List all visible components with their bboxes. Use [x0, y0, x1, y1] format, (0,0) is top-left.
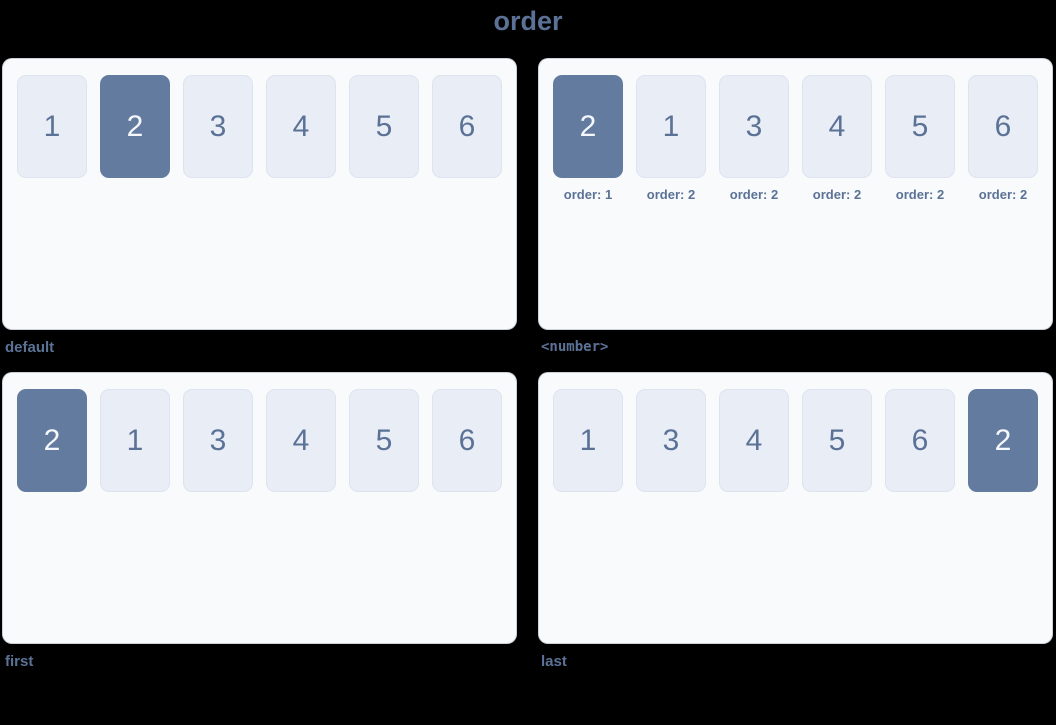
- demo-cell-number: 2 order: 1 1 order: 2 3 order: 2 4 order…: [539, 59, 1052, 362]
- order-box[interactable]: 5: [802, 389, 872, 492]
- item-wrap: 5: [349, 389, 419, 492]
- order-box[interactable]: 4: [266, 75, 336, 178]
- item-wrap: 4: [266, 389, 336, 492]
- order-box[interactable]: 3: [636, 389, 706, 492]
- order-box-highlighted[interactable]: 2: [968, 389, 1038, 492]
- order-box[interactable]: 1: [636, 75, 706, 178]
- panel-caption-first: first: [5, 653, 34, 670]
- item-wrap: 6 order: 2: [968, 75, 1038, 203]
- order-box[interactable]: 4: [802, 75, 872, 178]
- item-wrap: 6: [432, 389, 502, 492]
- order-box[interactable]: 1: [553, 389, 623, 492]
- order-box[interactable]: 3: [183, 389, 253, 492]
- panel-caption-last: last: [541, 653, 567, 670]
- order-box[interactable]: 4: [266, 389, 336, 492]
- order-box[interactable]: 6: [432, 389, 502, 492]
- item-wrap: 1: [17, 75, 87, 178]
- order-value-label: order: 2: [978, 187, 1028, 202]
- order-box[interactable]: 3: [183, 75, 253, 178]
- panel-caption-number: <number>: [541, 339, 609, 355]
- item-wrap: 2: [968, 389, 1038, 492]
- order-box[interactable]: 6: [885, 389, 955, 492]
- item-wrap: 2 order: 1: [553, 75, 623, 203]
- item-row: 2 order: 1 1 order: 2 3 order: 2 4 order…: [553, 75, 1038, 203]
- order-value-label: order: 2: [812, 187, 862, 202]
- demo-cell-first: 2 1 3 4 5 6: [3, 373, 516, 676]
- order-box[interactable]: 6: [432, 75, 502, 178]
- demo-panel-default: 1 2 3 4 5 6: [3, 59, 516, 329]
- item-row: 1 2 3 4 5 6: [17, 75, 502, 178]
- item-wrap: 6: [885, 389, 955, 492]
- item-wrap: 1: [100, 389, 170, 492]
- order-value-label: order: 1: [563, 187, 613, 202]
- demo-panel-first: 2 1 3 4 5 6: [3, 373, 516, 643]
- order-box[interactable]: 5: [885, 75, 955, 178]
- item-wrap: 3: [183, 75, 253, 178]
- order-box[interactable]: 1: [100, 389, 170, 492]
- order-value-label: order: 2: [729, 187, 779, 202]
- demo-grid: 1 2 3 4 5 6: [3, 59, 1053, 719]
- order-box[interactable]: 6: [968, 75, 1038, 178]
- item-wrap: 4: [266, 75, 336, 178]
- item-wrap: 4 order: 2: [802, 75, 872, 203]
- item-wrap: 5: [349, 75, 419, 178]
- demo-panel-number: 2 order: 1 1 order: 2 3 order: 2 4 order…: [539, 59, 1052, 329]
- demo-cell-default: 1 2 3 4 5 6: [3, 59, 516, 362]
- item-wrap: 3: [636, 389, 706, 492]
- order-box-highlighted[interactable]: 2: [17, 389, 87, 492]
- item-wrap: 3: [183, 389, 253, 492]
- page-title: order: [493, 6, 563, 36]
- demo-panel-last: 1 3 4 5 6 2: [539, 373, 1052, 643]
- order-value-label: order: 2: [895, 187, 945, 202]
- item-wrap: 5: [802, 389, 872, 492]
- order-box-highlighted[interactable]: 2: [553, 75, 623, 178]
- order-box[interactable]: 4: [719, 389, 789, 492]
- item-wrap: 6: [432, 75, 502, 178]
- item-wrap: 4: [719, 389, 789, 492]
- order-box[interactable]: 1: [17, 75, 87, 178]
- demo-cell-last: 1 3 4 5 6 2: [539, 373, 1052, 676]
- item-row: 1 3 4 5 6 2: [553, 389, 1038, 492]
- item-wrap: 2: [17, 389, 87, 492]
- order-value-label: order: 2: [646, 187, 696, 202]
- item-wrap: 1: [553, 389, 623, 492]
- item-wrap: 3 order: 2: [719, 75, 789, 203]
- order-box[interactable]: 5: [349, 75, 419, 178]
- item-wrap: 2: [100, 75, 170, 178]
- order-box-highlighted[interactable]: 2: [100, 75, 170, 178]
- order-box[interactable]: 3: [719, 75, 789, 178]
- item-wrap: 1 order: 2: [636, 75, 706, 203]
- item-wrap: 5 order: 2: [885, 75, 955, 203]
- item-row: 2 1 3 4 5 6: [17, 389, 502, 492]
- order-box[interactable]: 5: [349, 389, 419, 492]
- panel-caption-default: default: [5, 339, 55, 356]
